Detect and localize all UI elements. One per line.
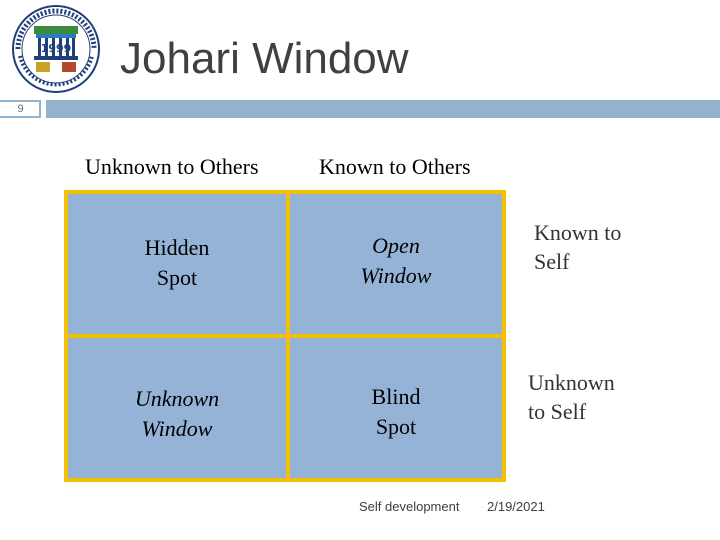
cell-open-window-label: Open Window [360, 233, 432, 288]
column-header-unknown-to-others: Unknown to Others [85, 154, 259, 179]
cell-open-window: Open Window [290, 194, 502, 334]
slide-title: Johari Window [120, 34, 409, 83]
cell-unknown-window: Unknown Window [68, 338, 286, 478]
cell-blind-spot: Blind Spot [290, 338, 502, 478]
logo-year: 1999 [41, 42, 72, 55]
institute-seal-icon: 1999 [12, 5, 100, 93]
row-label-known-to-self: Known to Self [534, 220, 622, 274]
column-header-known-to-others: Known to Others [319, 154, 471, 179]
cell-unknown-window-label: Unknown Window [134, 386, 220, 441]
footer-date: 2/19/2021 [487, 499, 545, 514]
johari-grid: Hidden Spot Open Window Unknown Window B… [64, 190, 506, 482]
footer-topic: Self development [359, 499, 460, 514]
slide-number-box [0, 100, 41, 118]
slide-number: 9 [17, 103, 24, 115]
cell-hidden-spot-label: Hidden Spot [144, 235, 210, 290]
cell-blind-spot-label: Blind Spot [371, 384, 421, 439]
cell-hidden-spot: Hidden Spot [68, 194, 286, 334]
header-accent-bar [46, 100, 720, 118]
row-label-unknown-to-self: Unknown to Self [528, 370, 615, 424]
